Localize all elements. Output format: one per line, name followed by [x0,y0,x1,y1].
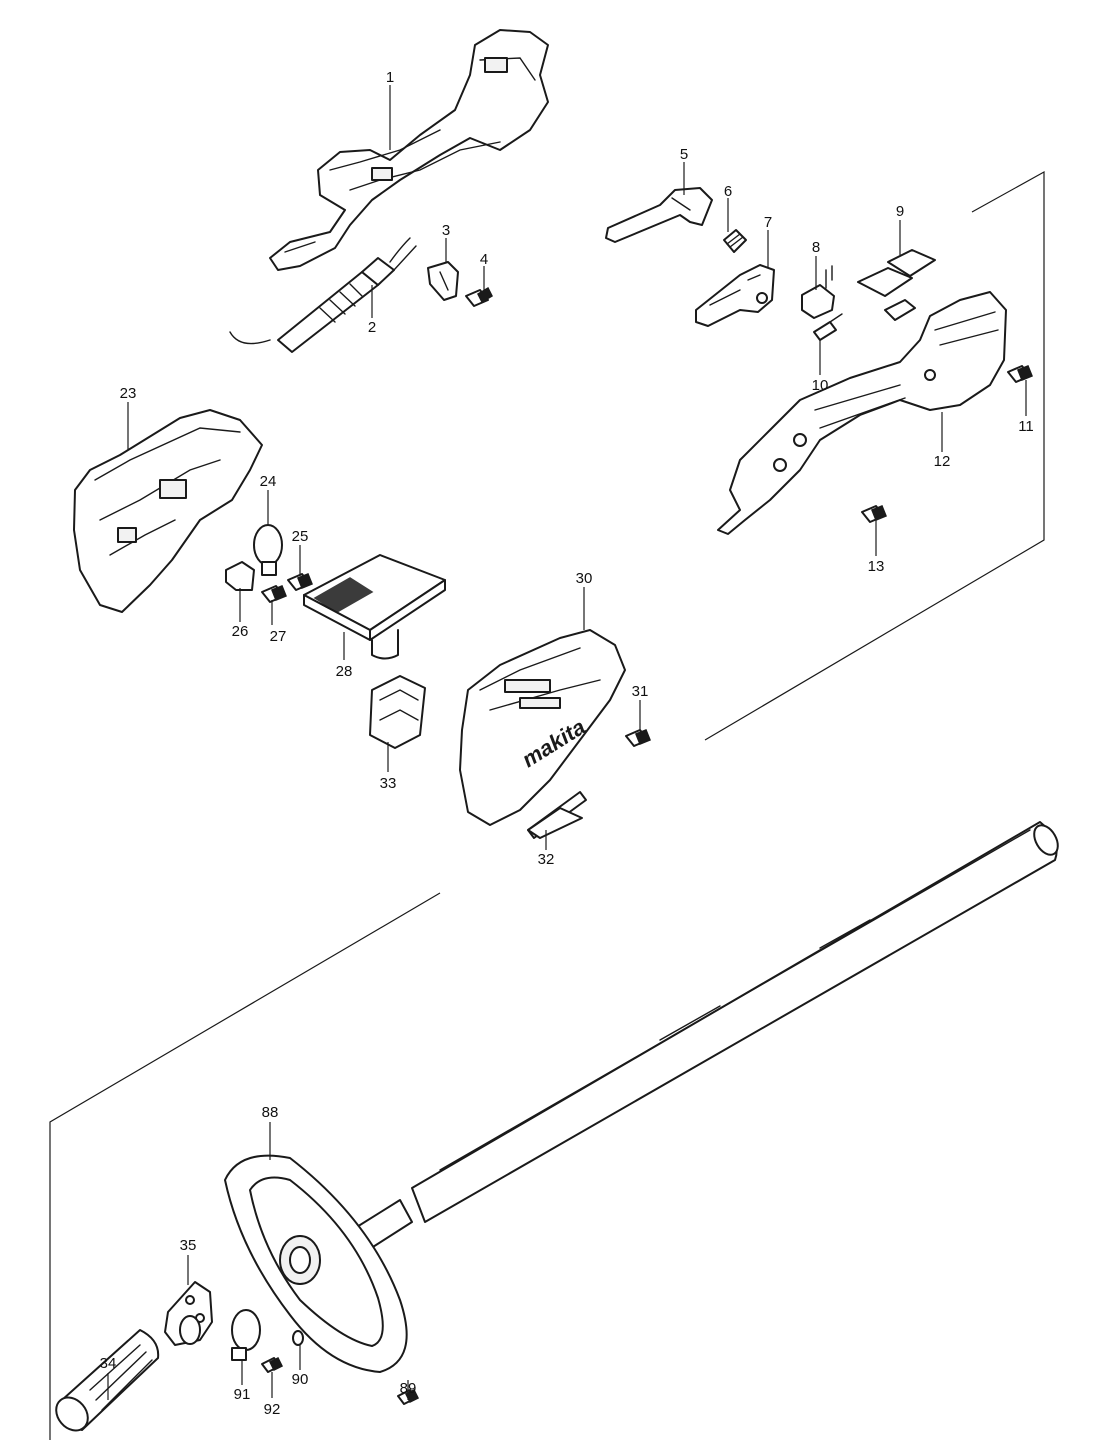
part-24-clamp-ring [253,524,283,576]
part-9-switch-buttons [857,249,936,321]
part-30-motor-cover: makita [459,629,626,826]
part-88-loop-handle [224,1154,408,1373]
part-2-cord-strain-relief [229,237,417,353]
part-label: 35 [180,1237,197,1254]
part-5-trigger [605,187,713,243]
part-label: 8 [812,239,820,256]
part-27-screw [261,585,287,603]
part-label: 13 [868,558,885,575]
part-28-controller [303,554,446,660]
part-label: 92 [264,1401,281,1418]
shaft-tube [411,821,1059,1223]
part-label: 5 [680,146,688,163]
part-4-screw [465,286,493,307]
part-label: 33 [380,775,397,792]
part-26-bracket [225,561,255,591]
part-label: 12 [934,453,951,470]
part-32-label [527,791,587,839]
part-label: 11 [1018,418,1034,435]
part-label: 25 [292,528,309,545]
part-label: 4 [480,251,488,268]
part-12-rear-handle [717,291,1007,535]
part-label: 24 [260,473,277,490]
part-label: 9 [896,203,904,220]
part-label: 7 [764,214,772,231]
part-label: 91 [234,1386,251,1403]
part-label: 88 [262,1104,279,1121]
leader-lines [107,85,1027,1400]
part-label: 3 [442,222,450,239]
part-label: 32 [538,851,555,868]
part-1-handle-housing [269,29,549,271]
part-90-pin [292,1330,304,1346]
part-label: 31 [632,683,649,700]
part-10-pin [813,313,843,341]
part-35-bracket-plate [164,1281,213,1346]
part-11-screw [1007,365,1033,383]
part-label: 30 [576,570,593,587]
part-7-lock-lever [695,264,775,327]
part-91-clamp [231,1309,261,1361]
part-8-switch [801,265,835,319]
part-label: 28 [336,663,353,680]
part-label: 34 [100,1355,117,1372]
part-label: 90 [292,1371,309,1388]
part-92-screw [261,1356,284,1373]
part-13-screw [861,505,887,523]
part-label: 27 [270,628,287,645]
part-25-screw [287,573,313,591]
part-number-labels: 1 2 3 4 5 6 7 8 9 10 11 12 13 23 24 25 2… [100,69,1034,1418]
part-label: 2 [368,319,376,336]
part-label: 6 [724,183,732,200]
part-6-spring [723,229,747,253]
part-33-terminal [369,675,426,749]
part-label: 26 [232,623,249,640]
part-label: 89 [400,1380,417,1397]
part-label: 10 [812,377,829,394]
part-31-screw [625,729,651,747]
part-34-grip [55,1329,160,1432]
part-89-screw [397,1388,420,1405]
assembly-frame-lines [49,170,1045,1440]
part-3-cord-clamp [427,261,459,301]
part-label: 1 [386,69,394,86]
part-label: 23 [120,385,137,402]
part-23-motor-housing [73,409,263,613]
